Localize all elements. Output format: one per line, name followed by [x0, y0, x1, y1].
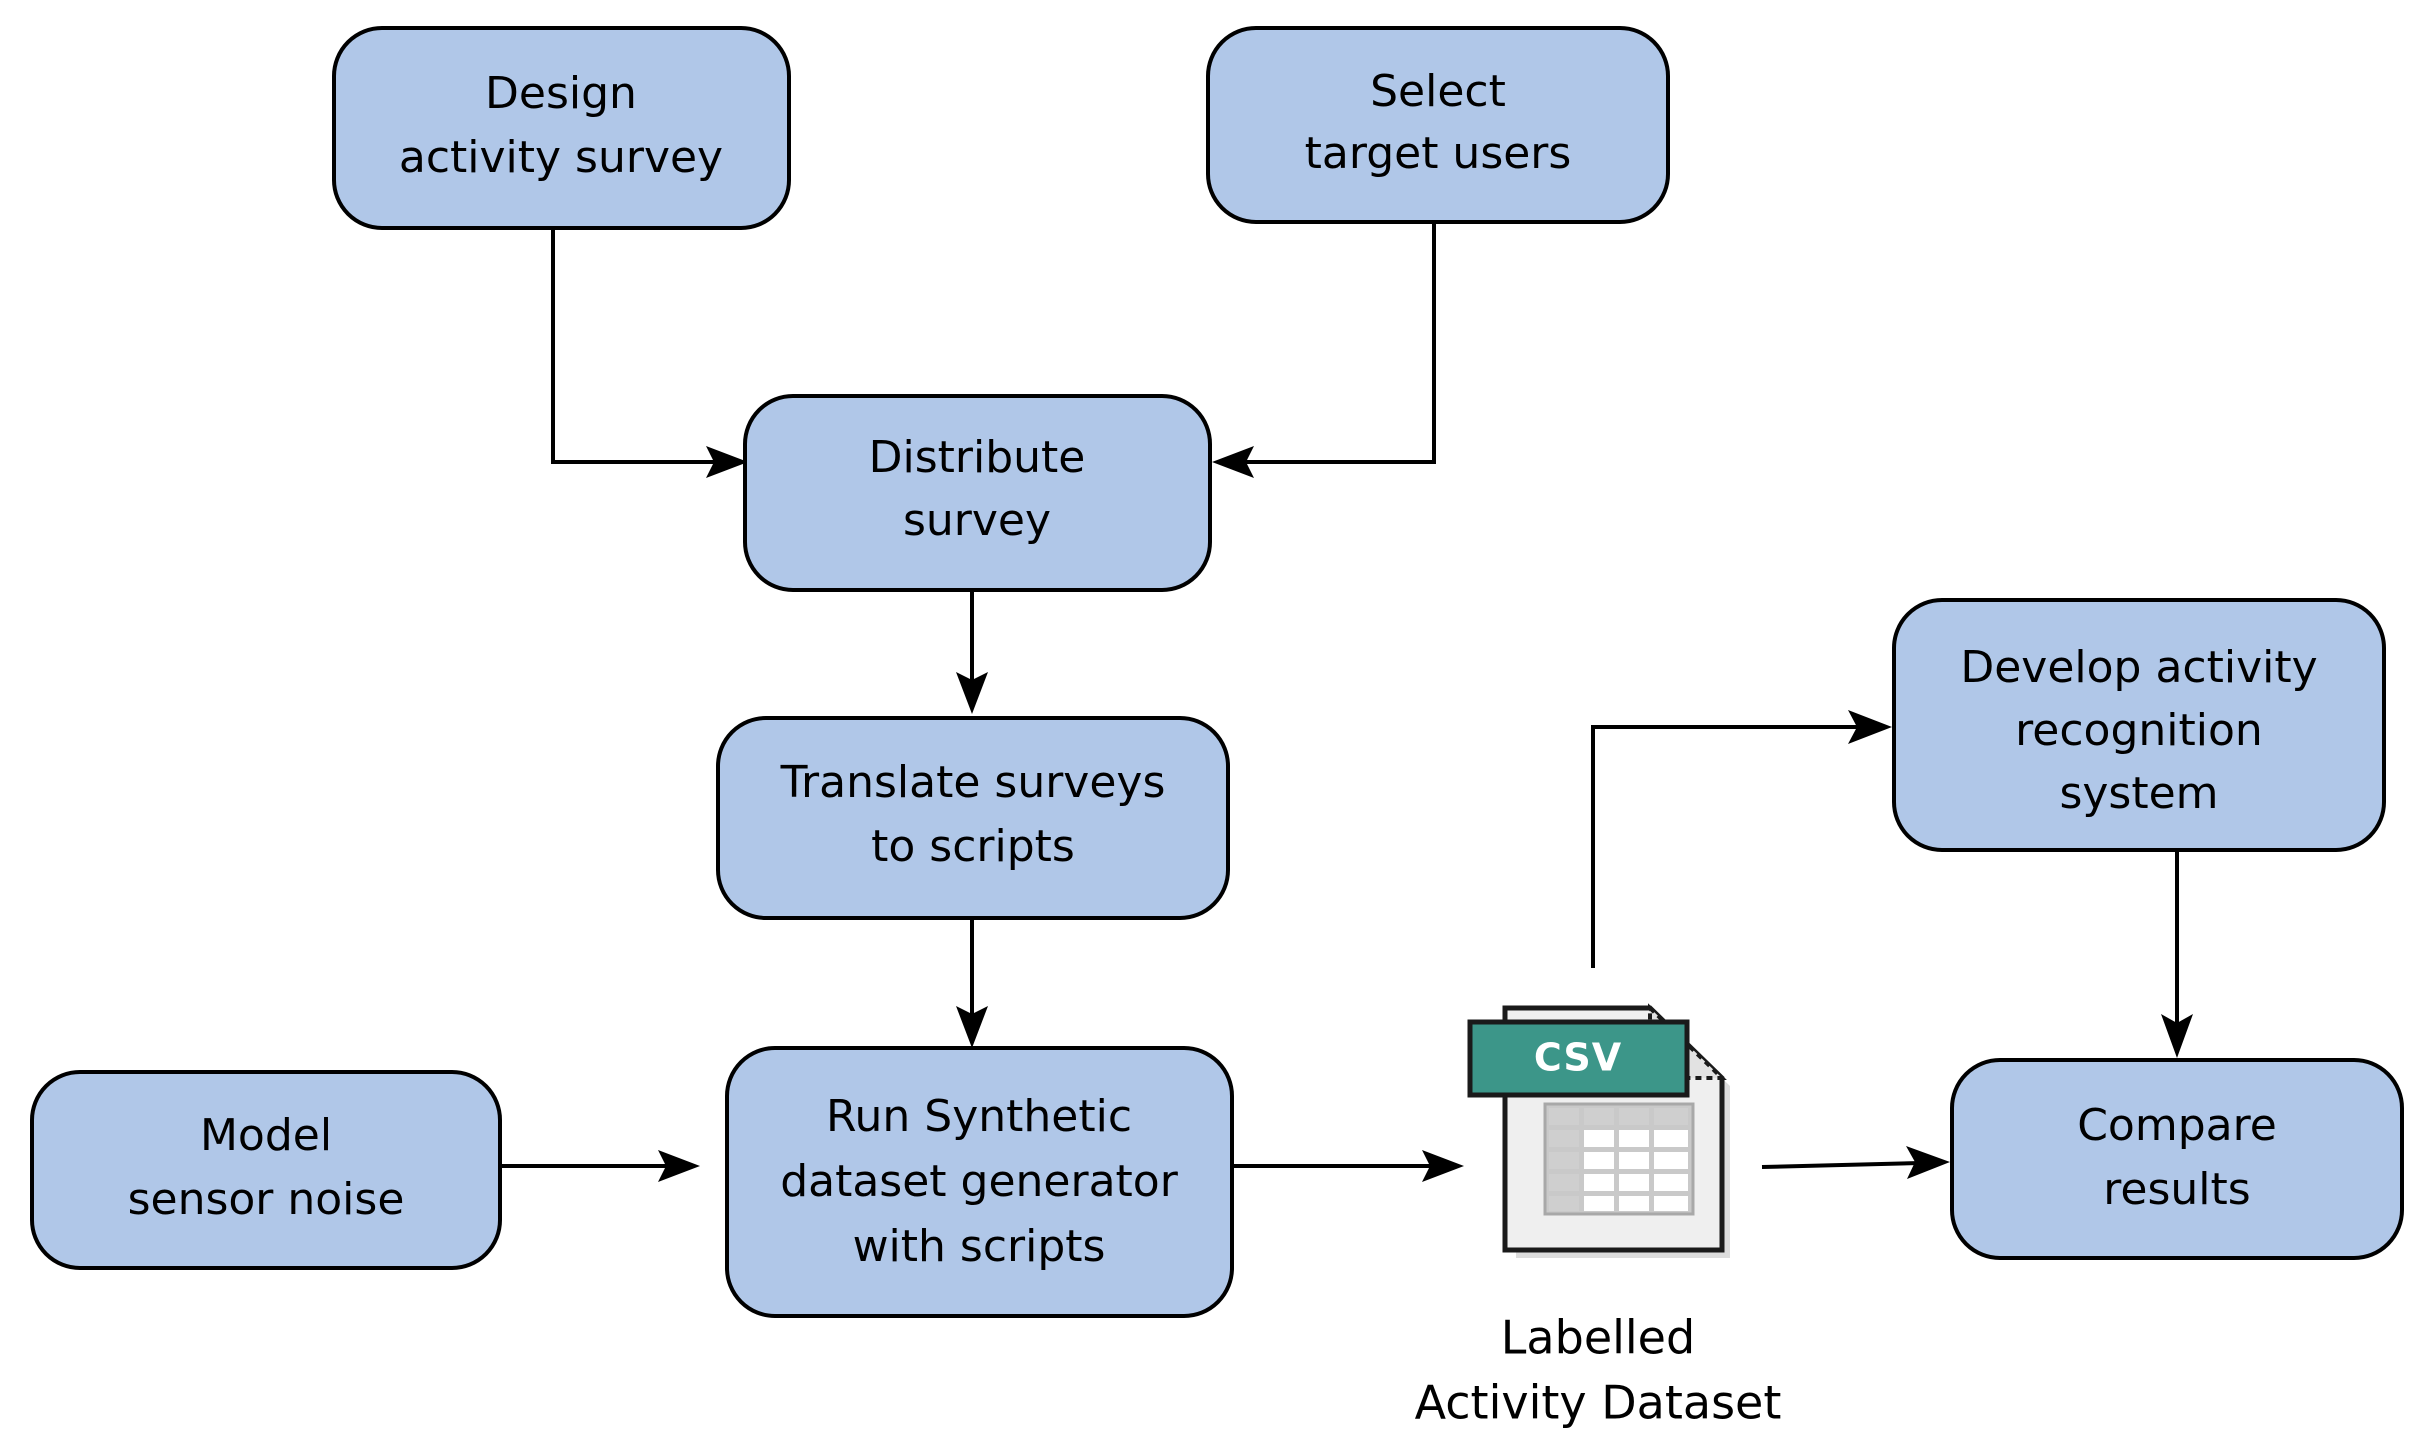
edge-dataset-to-develop-system	[1591, 710, 1892, 968]
node-develop-activity-recognition-system[interactable]: Develop activity recognition system	[1892, 598, 2386, 852]
csv-table-glyph	[1543, 1102, 1695, 1216]
node-label-line1: Run Synthetic	[826, 1091, 1132, 1142]
csv-cell	[1549, 1108, 1579, 1125]
csv-cell	[1584, 1152, 1614, 1169]
csv-cell	[1584, 1196, 1614, 1211]
node-compare-results[interactable]: Compare results	[1950, 1058, 2404, 1260]
edge-design-to-distribute	[551, 228, 748, 478]
csv-cell	[1654, 1152, 1688, 1169]
edge-line	[1240, 222, 1436, 464]
node-label-line1: Develop activity	[1960, 642, 2317, 693]
csv-cell	[1549, 1152, 1579, 1169]
node-label-line3: with scripts	[853, 1221, 1106, 1272]
arrow-head-icon	[1422, 1150, 1464, 1182]
node-label-line2: dataset generator	[780, 1156, 1179, 1207]
node-distribute-survey[interactable]: Distribute survey	[743, 394, 1212, 592]
csv-cell	[1619, 1196, 1649, 1211]
csv-cell	[1619, 1174, 1649, 1191]
node-shape[interactable]	[716, 716, 1230, 920]
csv-cell	[1654, 1174, 1688, 1191]
edge-translate-to-run-generator	[956, 918, 988, 1048]
csv-cell	[1654, 1130, 1688, 1147]
node-label-line1: Design	[485, 68, 637, 119]
node-shape[interactable]	[332, 26, 791, 230]
node-label-line2: activity survey	[399, 132, 723, 183]
arrow-head-icon	[956, 672, 988, 714]
node-label-line2: sensor noise	[128, 1174, 405, 1225]
node-label-line3: system	[2059, 768, 2218, 819]
node-label-line1: Compare	[2077, 1100, 2277, 1151]
arrow-head-icon	[1212, 446, 1254, 478]
node-select-target-users[interactable]: Select target users	[1206, 26, 1670, 224]
node-shape[interactable]	[1950, 1058, 2404, 1260]
node-design-activity-survey[interactable]: Design activity survey	[332, 26, 791, 230]
artifact-caption-line2: Activity Dataset	[1415, 1376, 1782, 1430]
node-label-line1: Select	[1370, 66, 1506, 117]
node-label-line2: survey	[903, 495, 1051, 546]
csv-cell	[1654, 1196, 1688, 1211]
edge-line	[1591, 725, 1862, 968]
csv-cell	[1584, 1108, 1614, 1125]
node-shape[interactable]	[30, 1070, 502, 1270]
csv-cell	[1619, 1130, 1649, 1147]
node-shape[interactable]	[743, 394, 1212, 592]
edge-line	[1761, 1161, 1921, 1169]
csv-cell	[1619, 1152, 1649, 1169]
node-label-line1: Distribute	[869, 432, 1086, 483]
csv-cell	[1584, 1130, 1614, 1147]
node-label-line2: target users	[1305, 128, 1572, 179]
node-label-line1: Model	[200, 1110, 332, 1161]
arrow-head-icon	[706, 446, 748, 478]
edge-line	[551, 228, 720, 464]
arrow-head-icon	[658, 1150, 700, 1182]
edge-model-noise-to-run-generator	[500, 1150, 700, 1182]
csv-cell	[1654, 1108, 1688, 1125]
arrow-head-icon	[1906, 1146, 1950, 1179]
node-label-line2: recognition	[2015, 705, 2263, 756]
csv-badge	[1467, 1019, 1690, 1098]
arrow-head-icon	[956, 1006, 988, 1048]
edge-select-to-distribute	[1212, 222, 1436, 478]
node-shape[interactable]	[1206, 26, 1670, 224]
edge-run-generator-to-dataset	[1232, 1150, 1464, 1182]
csv-cell	[1549, 1196, 1579, 1211]
node-label-line1: Translate surveys	[780, 757, 1166, 808]
edge-distribute-to-translate	[956, 590, 988, 714]
arrow-head-icon	[2161, 1014, 2193, 1058]
node-label-line2: to scripts	[871, 821, 1075, 872]
node-translate-surveys-to-scripts[interactable]: Translate surveys to scripts	[716, 716, 1230, 920]
artifact-caption-line1: Labelled	[1501, 1311, 1695, 1365]
labelled-activity-dataset-artifact[interactable]: CSV Labelled Activity Dataset	[1415, 1003, 1782, 1430]
edge-develop-system-to-compare-results	[2161, 850, 2193, 1058]
csv-cell	[1619, 1108, 1649, 1125]
node-shape[interactable]	[725, 1046, 1234, 1318]
edge-dataset-to-compare-results	[1761, 1146, 1950, 1179]
node-run-synthetic-dataset-generator[interactable]: Run Synthetic dataset generator with scr…	[725, 1046, 1234, 1318]
csv-cell	[1549, 1174, 1579, 1191]
node-model-sensor-noise[interactable]: Model sensor noise	[30, 1070, 502, 1270]
node-shape[interactable]	[1892, 598, 2386, 852]
csv-cell	[1549, 1130, 1579, 1147]
arrow-head-icon	[1848, 710, 1892, 744]
csv-cell	[1584, 1174, 1614, 1191]
csv-badge-label: CSV	[1534, 1036, 1622, 1080]
node-label-line2: results	[2103, 1164, 2250, 1215]
